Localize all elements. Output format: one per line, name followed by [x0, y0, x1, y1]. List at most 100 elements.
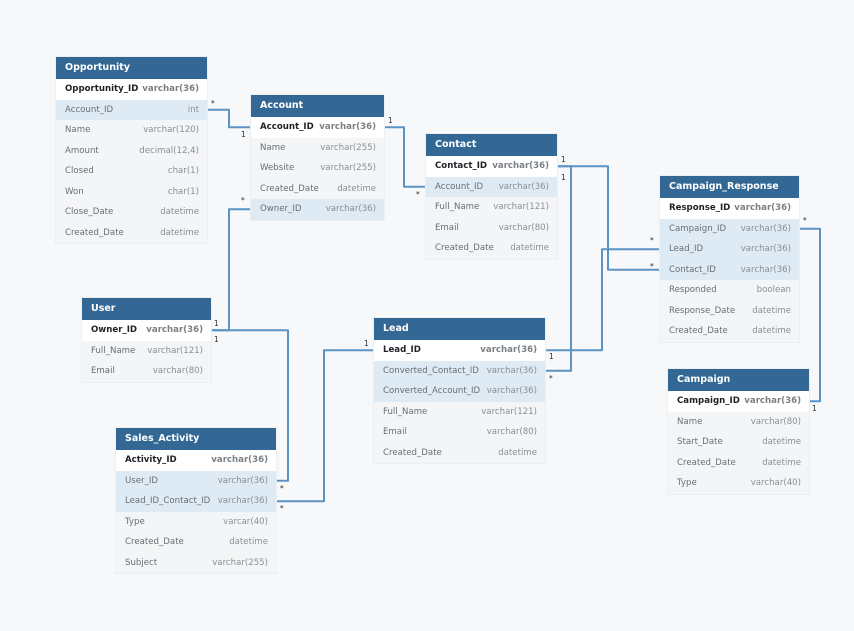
relationship-line[interactable] — [211, 208, 251, 332]
column-name: Response_Date — [669, 305, 736, 316]
table-header[interactable]: Campaign_Response — [660, 176, 799, 198]
relationship-line[interactable] — [207, 108, 251, 129]
column-name: Start_Date — [677, 437, 723, 447]
column-name: Email — [383, 427, 407, 437]
cardinality-label: 1 — [214, 335, 219, 345]
column-row[interactable]: Email varchar(80) — [374, 422, 545, 443]
column-type: varchar(255) — [212, 557, 268, 568]
cardinality-label: 1 — [561, 155, 566, 165]
table-header[interactable]: Account — [251, 95, 384, 117]
cardinality-label: 1 — [388, 116, 393, 126]
table-header[interactable]: Contact — [426, 134, 557, 156]
column-type: char(1) — [167, 166, 199, 176]
cardinality-label: 1 — [812, 404, 817, 414]
column-row[interactable]: Created_Date datetime — [251, 179, 384, 200]
column-type: varchar(121) — [481, 406, 537, 417]
relationship-line[interactable] — [276, 349, 374, 503]
column-type: varchar(36) — [325, 204, 376, 214]
column-name: Email — [435, 222, 459, 233]
column-name: Lead_ID — [669, 244, 704, 254]
cardinality-label: * — [650, 236, 654, 246]
table-header[interactable]: Campaign — [668, 369, 809, 391]
column-type: boolean — [756, 285, 791, 295]
column-type: varchar(80) — [486, 427, 537, 437]
cardinality-label: * — [211, 98, 215, 108]
cardinality-label: * — [549, 373, 553, 383]
column-name: Lead_ID — [383, 345, 421, 355]
table-header[interactable]: Opportunity — [56, 57, 207, 79]
column-type: datetime — [752, 326, 791, 336]
column-type: datetime — [337, 183, 376, 194]
table-header[interactable]: Lead — [374, 318, 545, 340]
cardinality-label: 1 — [549, 352, 554, 362]
column-name: Created_Date — [260, 183, 319, 194]
column-name: Type — [125, 516, 145, 527]
relationship-line[interactable] — [557, 165, 660, 271]
column-type: varchar(36) — [734, 203, 791, 213]
table-header[interactable]: User — [82, 298, 211, 320]
column-name: Created_Date — [65, 227, 124, 238]
relationship-line[interactable] — [384, 126, 426, 188]
column-row[interactable]: Email varchar(80) — [82, 361, 211, 382]
table-header[interactable]: Sales_Activity — [116, 428, 276, 450]
column-name: Name — [260, 142, 286, 153]
column-type: varchar(120) — [143, 125, 199, 135]
column-name: Email — [91, 366, 115, 376]
column-type: varchar(36) — [211, 455, 268, 465]
column-name: Created_Date — [435, 243, 494, 253]
column-name: Account_ID — [435, 181, 484, 192]
column-type: varchar(80) — [152, 366, 203, 376]
relationship-line[interactable] — [545, 248, 660, 352]
